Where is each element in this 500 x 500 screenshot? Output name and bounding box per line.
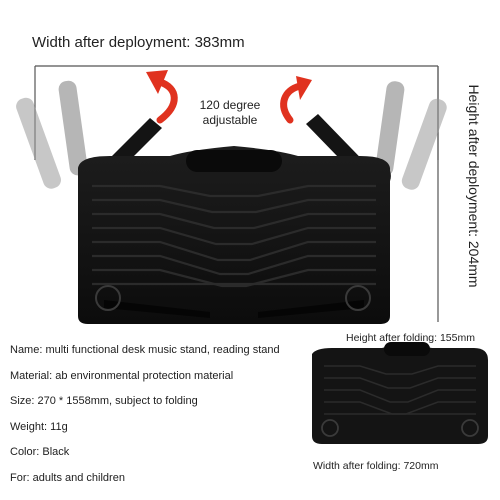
curved-arrow-icon <box>156 78 178 124</box>
folded-height-label: Height after folding: 155mm <box>346 332 475 344</box>
spec-list: Name: multi functional desk music stand,… <box>10 344 310 497</box>
curved-arrow-icon <box>146 70 168 94</box>
right-arm-ghost <box>375 81 447 190</box>
folded-width-label: Width after folding: 720mm <box>313 460 439 472</box>
curved-arrow-icon <box>296 76 312 100</box>
spec-material: Material: ab environmental protection ma… <box>10 369 234 382</box>
spec-audience: For: adults and children <box>10 471 125 484</box>
spec-name: Name: multi functional desk music stand,… <box>10 344 280 356</box>
spec-color: Color: Black <box>10 446 70 458</box>
deployed-height-label: Height after deployment: 204mm <box>466 84 482 288</box>
curved-arrow-icon <box>280 82 304 124</box>
angle-label: 120 degree adjustable <box>199 98 261 127</box>
deployed-width-label: Width after deployment: 383mm <box>32 34 245 51</box>
folded-stand <box>312 342 488 444</box>
left-arm-ghost <box>16 80 88 189</box>
music-stand-board <box>78 146 390 324</box>
spec-size: Size: 270 * 1558mm, subject to folding <box>10 395 198 407</box>
spec-weight: Weight: 11g <box>10 420 68 433</box>
